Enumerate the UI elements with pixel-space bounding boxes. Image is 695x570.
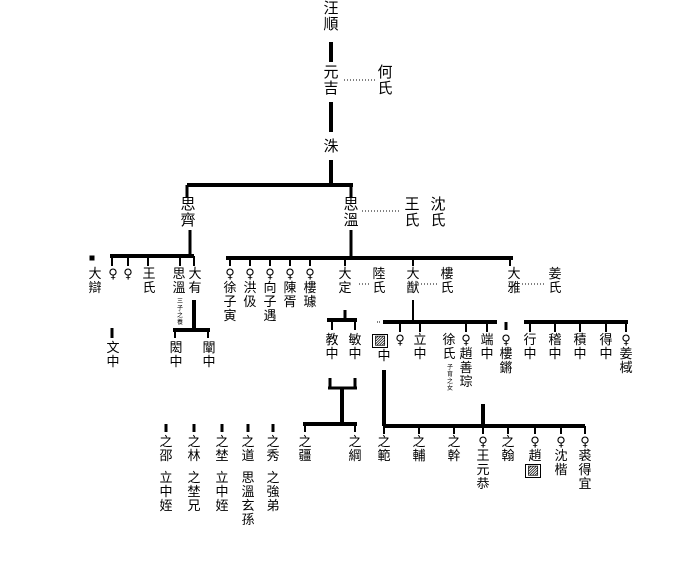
node-xushi: 徐氏 xyxy=(442,333,456,362)
node-female-2: ♀ xyxy=(123,267,133,282)
node-jizhong-2: 積中 xyxy=(573,333,587,362)
node-jizhong-1: 稽中 xyxy=(548,333,562,362)
node-daya: 大雅 xyxy=(507,267,521,296)
node-lou-qu: ♀樓璩 xyxy=(303,267,317,310)
node-zhiye: 之埜 xyxy=(215,435,229,464)
node-siqi: 思齊 xyxy=(180,195,196,229)
node-zhu: 洙 xyxy=(323,137,339,155)
node-wang-shi-spouse: 王氏 xyxy=(404,195,420,229)
node-zhigang: 之綱 xyxy=(348,435,362,464)
node-wenzhong: 文中 xyxy=(106,341,120,370)
node-female-1: ♀ xyxy=(108,267,118,282)
node-hong-ji: ♀洪伋 xyxy=(243,267,257,310)
node-wang-shun: 汪順 xyxy=(323,0,339,33)
node-zhishao-note: 立中姪 xyxy=(159,471,173,514)
node-xu-ziyin: ♀徐子寅 xyxy=(223,267,237,324)
node-dayou: 大有 xyxy=(188,267,202,296)
node-zhigan: 之幹 xyxy=(447,435,461,464)
node-dading: 大定 xyxy=(338,267,352,296)
node-xushi-note: 子育之女 xyxy=(446,364,453,392)
node-zhishao: 之邵 xyxy=(159,435,173,464)
node-zhijiang: 之疆 xyxy=(298,435,312,464)
node-female-zhao-pre: ♀ xyxy=(530,435,540,450)
node-he-shi: 何氏 xyxy=(377,63,393,97)
node-duanzhong: 端中 xyxy=(480,333,494,362)
node-female-single: ♀ xyxy=(395,333,405,348)
node-zhidao-note: 思溫玄孫 xyxy=(241,471,255,528)
node-siwen-gen5: 思溫 xyxy=(172,267,186,296)
node-zhixiu-note: 之強弟 xyxy=(266,471,280,514)
node-dayou-2: 大猷 xyxy=(406,267,420,296)
node-yuanji: 元吉 xyxy=(323,63,339,97)
node-siwen-note: 三子之養 xyxy=(176,298,183,326)
node-zhilin-note: 之埜兄 xyxy=(187,471,201,514)
node-jiangshi: 姜氏 xyxy=(548,267,562,296)
boxed-mark: ▨ xyxy=(372,333,388,348)
node-wangshi-gen5: 王氏 xyxy=(142,267,156,296)
node-zhixiu: 之秀 xyxy=(266,435,280,464)
node-dezhong: 得中 xyxy=(599,333,613,362)
node-wang-yuangong: ♀王元恭 xyxy=(476,435,490,492)
node-siwen: 思溫 xyxy=(343,195,359,229)
node-qiu-deyi: ♀裘得宜 xyxy=(578,435,592,492)
node-zhong: 中 xyxy=(377,349,391,364)
node-lou-qiang: ♀樓鏘 xyxy=(499,333,513,376)
node-zhifu: 之輔 xyxy=(412,435,426,464)
node-jiang-yu: ♀姜棫 xyxy=(619,333,633,376)
node-chanzhong: 闡中 xyxy=(202,341,216,370)
node-hongzhong: 閎中 xyxy=(169,341,183,370)
node-chen-xu: ♀陳胥 xyxy=(283,267,297,310)
node-loushi: 樓氏 xyxy=(440,267,454,296)
node-jiaozhong: 教中 xyxy=(325,333,339,362)
node-zhihan: 之翰 xyxy=(501,435,515,464)
node-lizhong: 立中 xyxy=(413,333,427,362)
node-lushi: 陸氏 xyxy=(372,267,386,296)
node-xingzhong: 行中 xyxy=(523,333,537,362)
node-shen-kai: ♀沈楷 xyxy=(554,435,568,478)
node-zhidao: 之道 xyxy=(241,435,255,464)
node-zhifan: 之範 xyxy=(377,435,391,464)
node-dabian: 大辯 xyxy=(88,267,102,296)
node-zhao-shancong: ♀趙善琮 xyxy=(459,333,473,390)
node-zhao-box: ▨ xyxy=(525,463,541,478)
node-zhao: 趙 xyxy=(528,449,542,464)
node-zhilin: 之林 xyxy=(187,435,201,464)
node-xiang-ziyu: ♀向子遇 xyxy=(263,267,277,324)
node-zhiye-note: 立中姪 xyxy=(215,471,229,514)
node-minzhong: 敏中 xyxy=(348,333,362,362)
node-shen-shi-spouse: 沈氏 xyxy=(430,195,446,229)
